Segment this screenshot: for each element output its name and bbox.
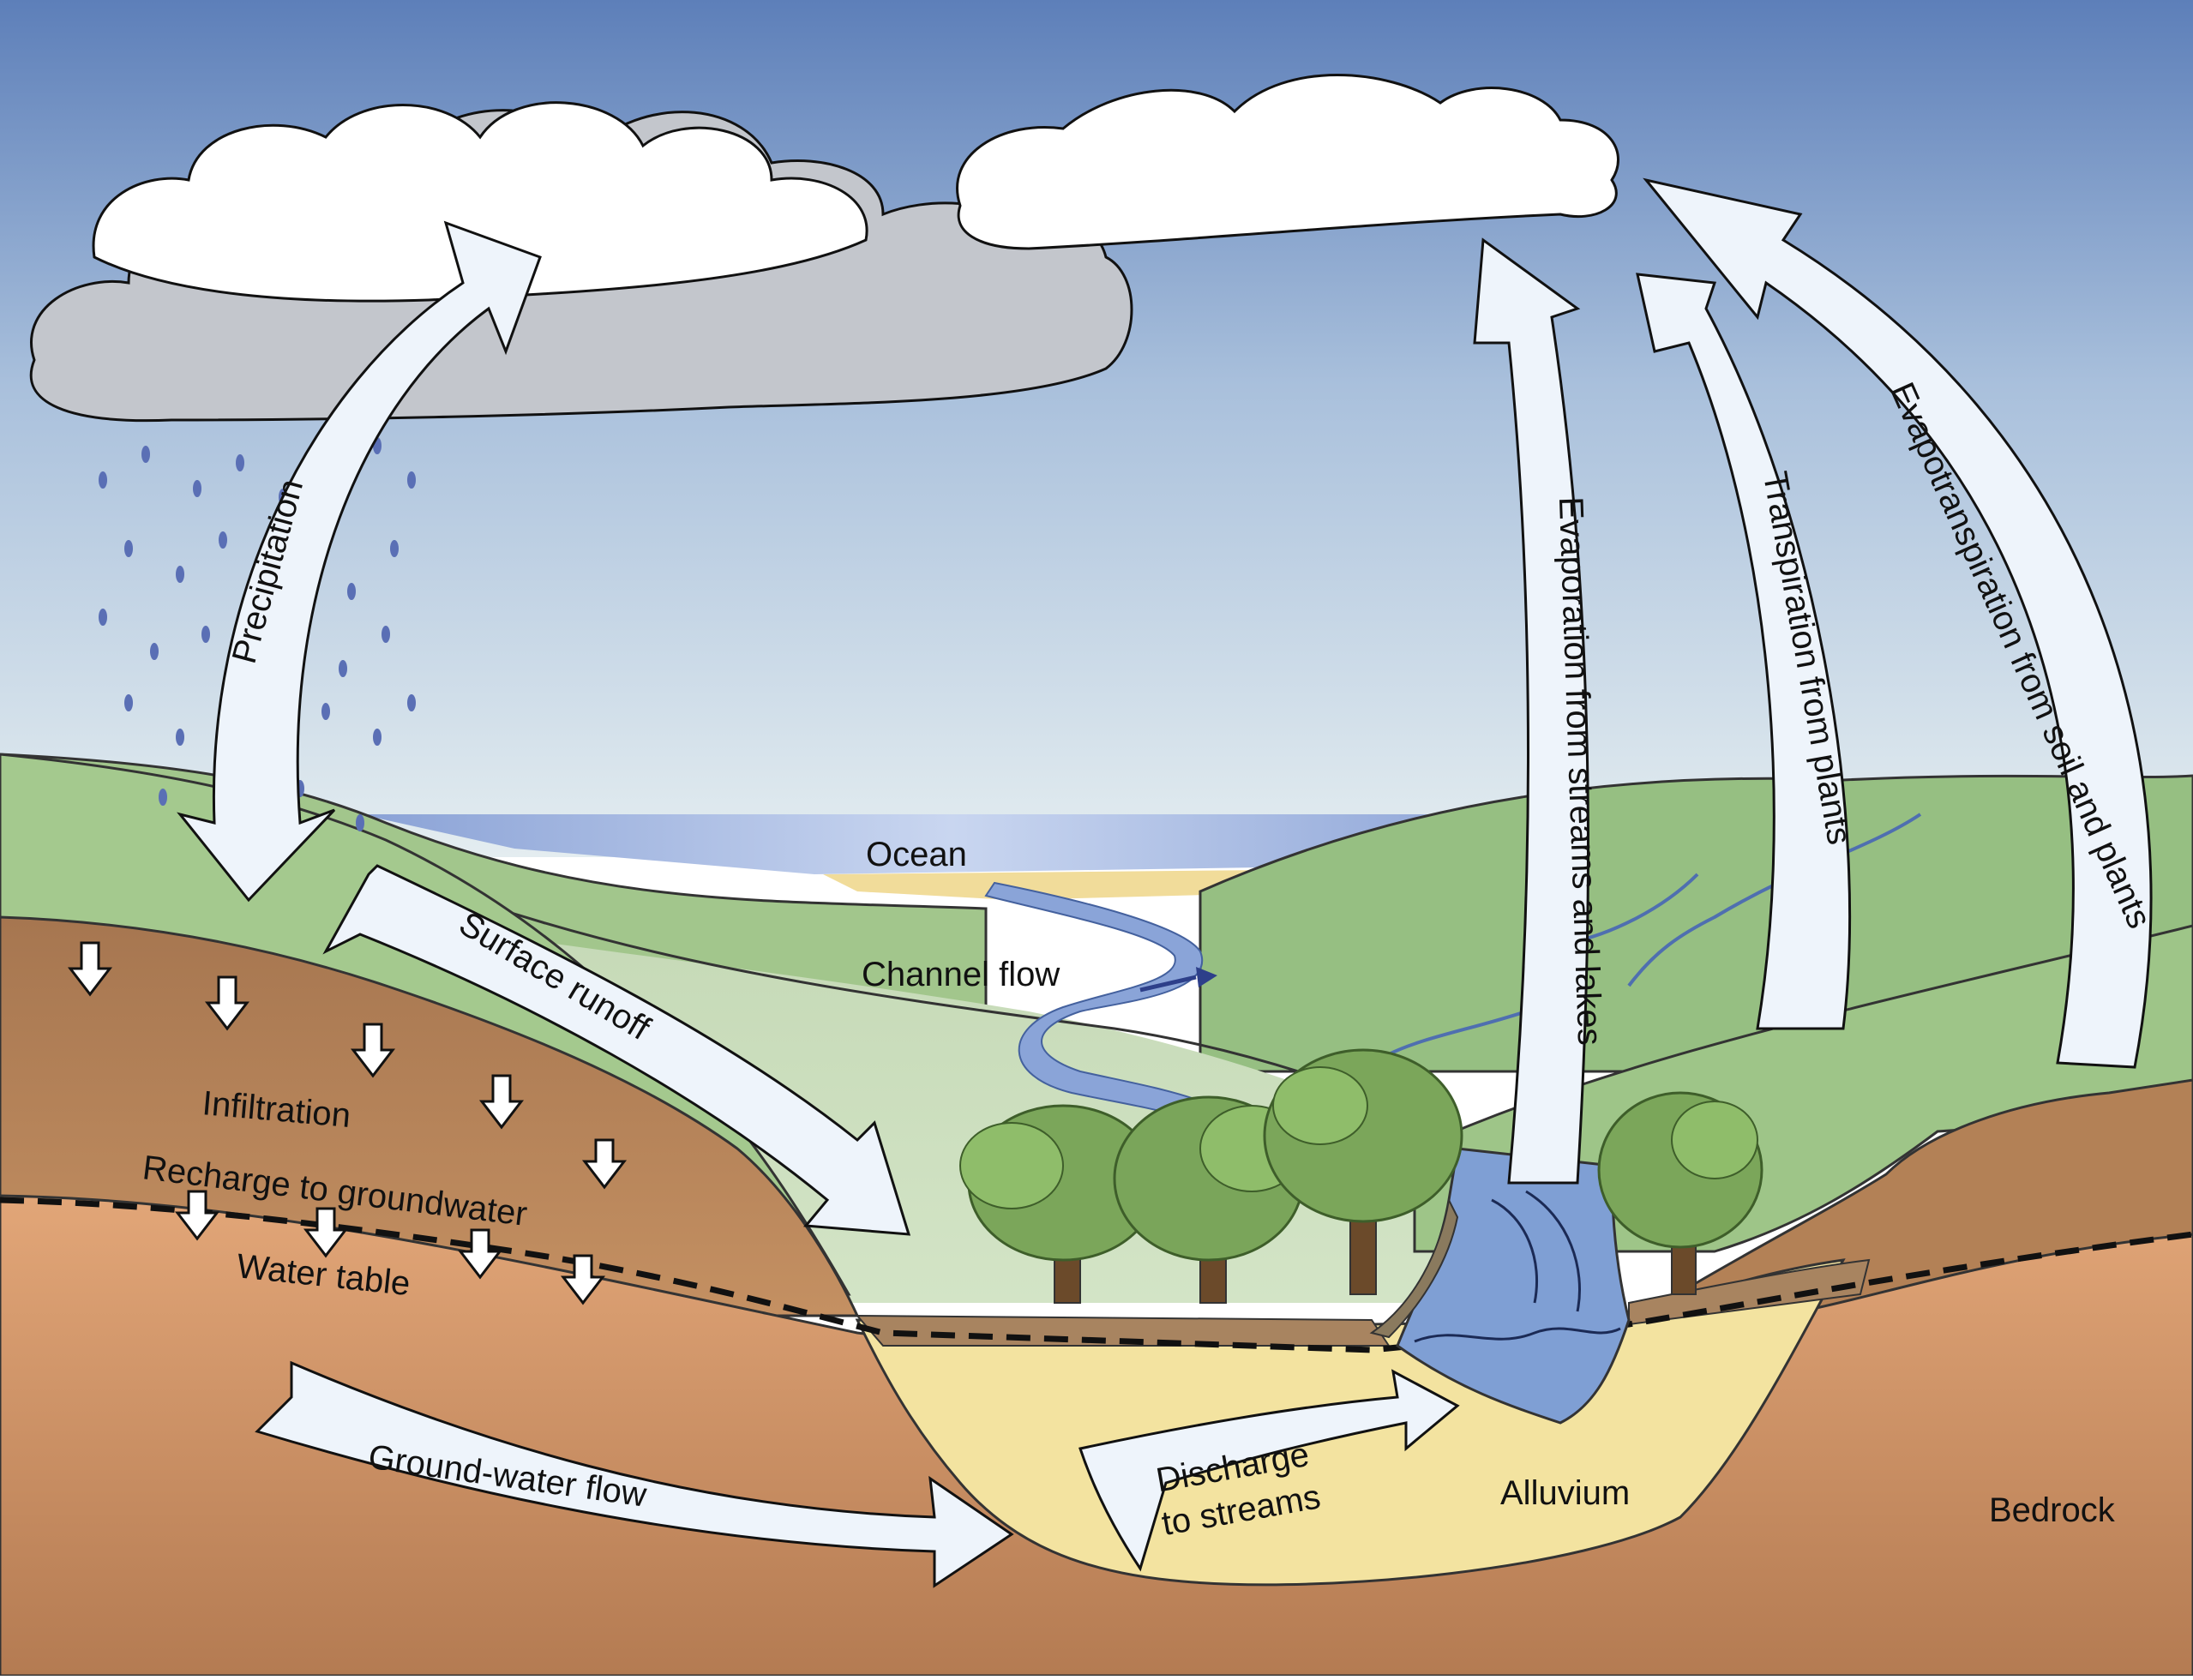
tree-1 xyxy=(959,1104,1159,1304)
ocean-water xyxy=(360,814,1543,874)
channel-flow-arrowhead xyxy=(1196,967,1217,987)
right-valley-soil-band xyxy=(1628,1258,1871,1326)
tree-group xyxy=(959,1048,1763,1304)
water-table-line xyxy=(0,1197,2193,1353)
down-arrow-9 xyxy=(560,1254,606,1305)
cloud-right xyxy=(956,74,1619,250)
groundwater-flow-arrow xyxy=(255,1360,1014,1588)
evapotranspiration-arrow xyxy=(1643,177,2153,1069)
down-arrow-8 xyxy=(457,1228,503,1280)
down-arrow-2 xyxy=(204,975,250,1031)
tree-3 xyxy=(1263,1048,1463,1295)
bedrock-label: Bedrock xyxy=(1989,1491,2116,1529)
lake-ripple-2 xyxy=(1525,1190,1581,1312)
lake-bank xyxy=(1369,1197,1459,1339)
surface-runoff-arrow xyxy=(322,864,911,1236)
down-arrow-3 xyxy=(350,1023,396,1078)
down-arrow-6 xyxy=(174,1190,220,1241)
lake-ripple-3 xyxy=(1414,1327,1621,1343)
discharge-arrow xyxy=(1078,1369,1460,1572)
stream-branch-2 xyxy=(1627,813,1922,987)
down-arrow-4 xyxy=(478,1074,525,1130)
down-arrow-1 xyxy=(67,941,113,997)
transpiration-arrow xyxy=(1636,273,1852,1030)
precipitation-arrow xyxy=(177,220,542,903)
evaporation-arrow xyxy=(1473,237,1589,1185)
channel-flow-arrow xyxy=(1139,975,1197,993)
down-arrow-7 xyxy=(303,1207,349,1258)
channel-flow-label: Channel flow xyxy=(862,956,1060,993)
lake-ripple-1 xyxy=(1491,1198,1539,1304)
infiltration-arrows xyxy=(67,941,628,1305)
stream-branch-3 xyxy=(1388,1010,1527,1056)
tree-4 xyxy=(1597,1091,1763,1295)
ocean-label: Ocean xyxy=(866,836,967,873)
alluvium-label: Alluvium xyxy=(1500,1474,1630,1512)
right-soil xyxy=(1628,1078,2193,1326)
down-arrow-5 xyxy=(581,1138,628,1190)
